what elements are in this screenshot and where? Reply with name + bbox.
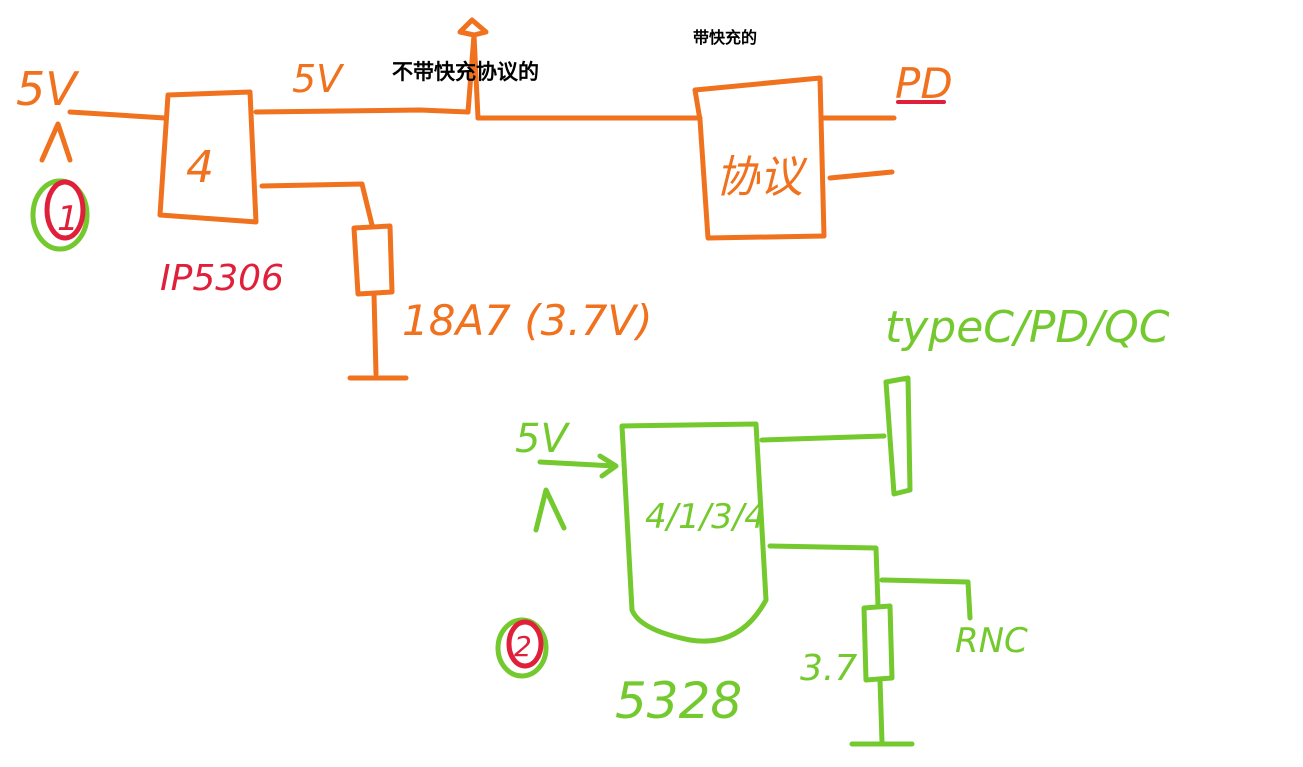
circuit-1-input-wire — [67, 109, 168, 121]
circuit-1-chip-part: IP5306 — [160, 258, 284, 299]
circuit-2-chip-label: 4/1/3/4 — [645, 497, 766, 537]
circuit-1: 5V 4 IP5306 5V 协议 PD 18A7 (3.7V) 1 — [16, 17, 953, 381]
circuit-2-input-label: 5V — [515, 416, 570, 462]
circuit-2-output-wire — [759, 433, 887, 443]
circuit-1-charger-chip — [157, 89, 259, 225]
annotation-no-fast-charge-protocol: 不带快充协议的 — [392, 60, 539, 84]
circuit-2-battery-wire — [767, 543, 881, 609]
circuit-1-battery-wire — [259, 181, 375, 228]
circuit-2-input-arrow-icon — [533, 487, 567, 533]
circuit-1-ground-wire — [371, 291, 379, 377]
circuit-1-chip-label: 4 — [186, 142, 214, 193]
circuit-2-number-red-ring — [506, 619, 544, 669]
circuit-2-number: 2 — [514, 630, 532, 663]
circuit-1-output-label: PD — [895, 59, 953, 108]
circuit-1-number: 1 — [57, 199, 79, 239]
annotation-with-fast-charge: 带快充的 — [693, 28, 758, 47]
circuit-1-input-label: 5V — [16, 62, 80, 116]
circuit-2-battery-label: 3.7 — [800, 648, 857, 689]
circuit-2-input-arrowhead-icon — [597, 453, 619, 479]
circuit-1-mid-voltage-label: 5V — [292, 57, 345, 101]
circuit-2-chip-part: 5328 — [615, 672, 742, 730]
circuit-2: 5V 4/1/3/4 5328 typeC/PD/QC 3.7 RNC 2 — [495, 302, 1170, 747]
circuit-1-protocol-chip — [692, 75, 827, 241]
circuit-2-output-connector — [883, 375, 913, 497]
circuit-2-input-wire — [537, 459, 617, 469]
circuit-2-battery-cell — [861, 603, 895, 683]
circuit-2-charger-chip — [619, 421, 769, 644]
circuit-2-sense-wire — [879, 577, 973, 621]
circuit-1-battery-cell — [351, 223, 395, 297]
circuit-1-output-wire-2 — [827, 169, 895, 181]
circuit-2-output-label: typeC/PD/QC — [885, 302, 1170, 353]
circuit-1-wire-hop — [457, 17, 489, 121]
circuit-1-number-red-ring — [44, 179, 86, 241]
circuit-1-output-wire — [253, 107, 471, 115]
circuit-2-ground-wire — [877, 677, 885, 745]
circuit-1-protocol-chip-label: 协议 — [715, 152, 808, 203]
circuit-1-input-arrow-icon — [39, 121, 73, 163]
circuit-1-battery-label: 18A7 (3.7V) — [402, 296, 653, 345]
circuit-2-sense-label: RNC — [955, 621, 1028, 661]
